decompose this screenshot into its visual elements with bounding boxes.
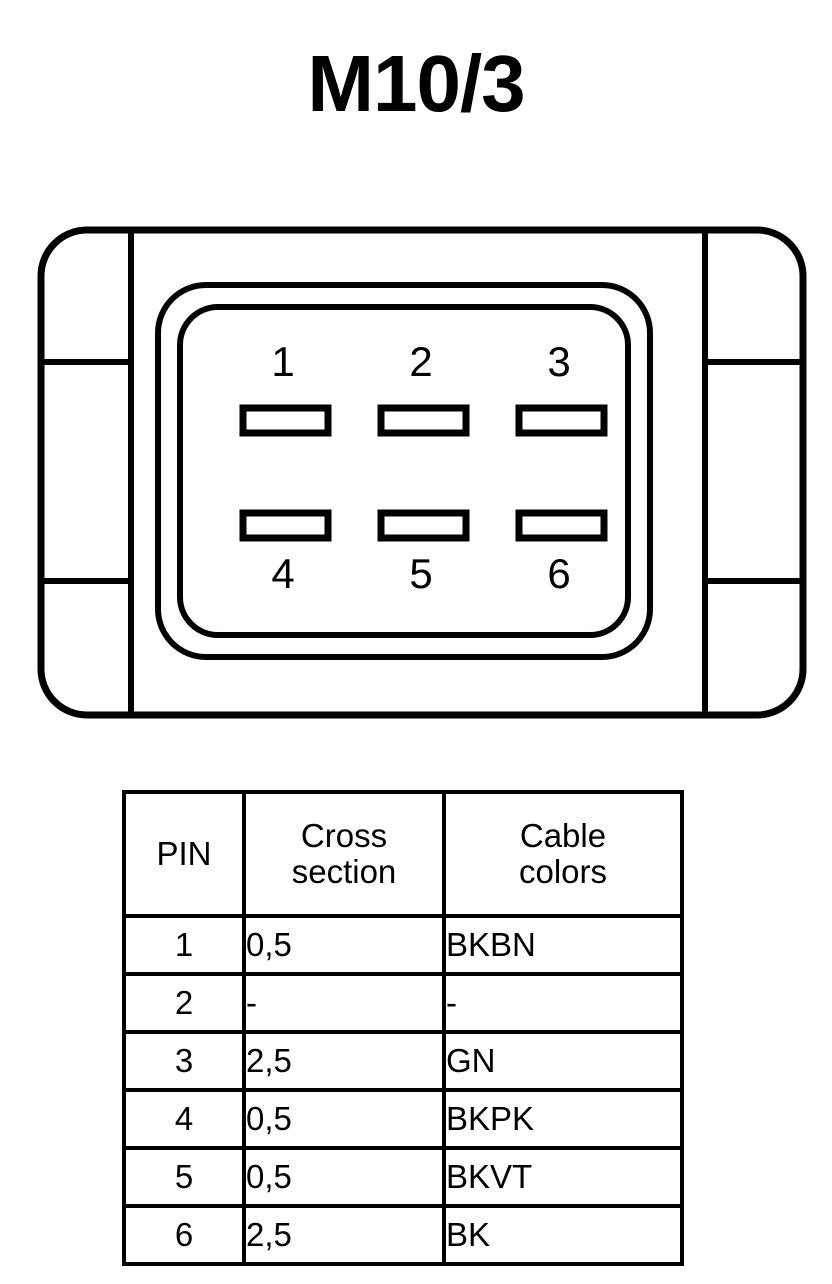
cell-cross-section: 2,5	[242, 1030, 446, 1092]
connector-diagram: 1 2 3 4 5 6	[0, 210, 832, 730]
header-pin-label: PIN	[156, 835, 212, 873]
cell-pin: 4	[122, 1088, 246, 1150]
pin-slot-6[interactable]	[515, 509, 608, 542]
cell-pin: 1	[122, 914, 246, 976]
pin-slot-3[interactable]	[515, 404, 608, 437]
pin-label-6: 6	[547, 550, 570, 597]
header-cross-section: Cross section	[242, 790, 446, 918]
header-cable-colors-line1: Cable	[519, 817, 607, 855]
cell-cross-section: 0,5	[242, 1146, 446, 1208]
cell-pin: 3	[122, 1030, 246, 1092]
header-cross-section-line1: Cross	[300, 817, 388, 855]
table-row: 4 0,5 BKPK	[122, 1088, 684, 1150]
pin-label-1: 1	[271, 338, 294, 385]
cell-cross-section: -	[242, 972, 446, 1034]
pin-label-4: 4	[271, 550, 294, 597]
page-title: M10/3	[307, 39, 525, 128]
pin-slot-1[interactable]	[239, 404, 332, 437]
table-row: 3 2,5 GN	[122, 1030, 684, 1092]
cell-pin: 5	[122, 1146, 246, 1208]
header-cable-colors-line2: colors	[518, 853, 608, 890]
table-row: 1 0,5 BKBN	[122, 914, 684, 976]
header-pin: PIN	[122, 790, 246, 918]
table-body: 1 0,5 BKBN 2 - - 3 2,5 GN 4 0,5 BKPK 5 0…	[122, 914, 684, 1266]
header-cable-colors: Cable colors	[442, 790, 684, 918]
pin-label-3: 3	[547, 338, 570, 385]
cell-cross-section: 0,5	[242, 1088, 446, 1150]
pin-slot-5[interactable]	[377, 509, 470, 542]
connector-svg: 1 2 3 4 5 6	[37, 226, 807, 719]
cell-cable-colors: -	[442, 972, 684, 1034]
cell-cable-colors: BKPK	[442, 1088, 684, 1150]
cell-pin: 2	[122, 972, 246, 1034]
cell-cross-section: 0,5	[242, 914, 446, 976]
connector-outer-housing	[37, 226, 807, 719]
table-row: 6 2,5 BK	[122, 1204, 684, 1266]
cell-cable-colors: BKBN	[442, 914, 684, 976]
connector-inner-recess-inner	[177, 304, 631, 638]
pin-label-5: 5	[409, 550, 432, 597]
table-header-row: PIN Cross section Cable colors	[122, 790, 684, 918]
pin-slot-4[interactable]	[239, 509, 332, 542]
pin-assignment-table: PIN Cross section Cable colors 1 0,5 BKB…	[122, 790, 684, 1266]
connector-inner-recess-outer	[155, 282, 653, 660]
header-cross-section-line2: section	[291, 853, 397, 890]
cell-cable-colors: BKVT	[442, 1146, 684, 1208]
cell-cable-colors: BK	[442, 1204, 684, 1266]
pin-label-2: 2	[409, 338, 432, 385]
table-row: 5 0,5 BKVT	[122, 1146, 684, 1208]
pin-slot-2[interactable]	[377, 404, 470, 437]
cell-pin: 6	[122, 1204, 246, 1266]
cell-cross-section: 2,5	[242, 1204, 446, 1266]
table-header: PIN Cross section Cable colors	[122, 790, 684, 918]
table-row: 2 - -	[122, 972, 684, 1034]
cell-cable-colors: GN	[442, 1030, 684, 1092]
